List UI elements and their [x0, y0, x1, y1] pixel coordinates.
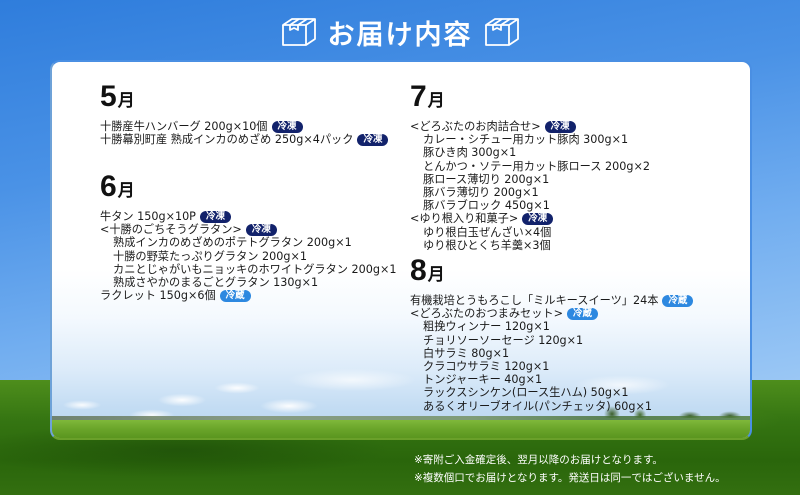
footnote: ※複数個口でお届けとなります。発送日は同一ではございません。 [414, 472, 726, 484]
list-item: ラックスシンケン(ロース生ハム) 50g×1 [410, 386, 693, 399]
item-text: 十勝幕別町産 熟成インカのめざめ 250g×4パック [100, 133, 354, 147]
item-text: クラコウサラミ 120g×1 [423, 360, 550, 374]
list-item: ゆり根ひとくち羊羹×3個 [410, 239, 650, 252]
list-item: 十勝の野菜たっぷりグラタン 200g×1 [100, 250, 396, 263]
month-heading: 7 月 [410, 82, 650, 112]
month-suffix: 月 [427, 265, 445, 284]
header: お届け内容 [0, 12, 800, 52]
list-item: 豚バラブロック 450g×1 [410, 199, 650, 212]
list-item: カニとじゃがいもニョッキのホワイトグラタン 200g×1 [100, 263, 396, 276]
chilled-badge: 冷蔵 [567, 307, 599, 320]
month-suffix: 月 [427, 91, 445, 110]
item-text: トンジャーキー 40g×1 [423, 373, 543, 387]
item-text: 豚ひき肉 300g×1 [423, 146, 517, 160]
list-item: 豚バラ薄切り 200g×1 [410, 186, 650, 199]
month-section-august: 8 月 有機栽培とうもろこし「ミルキースイーツ」24本冷蔵 <どろぶたのおつまみ… [410, 256, 694, 413]
list-item: <どろぶたのおつまみセット> 冷蔵 [410, 307, 693, 320]
item-list: 有機栽培とうもろこし「ミルキースイーツ」24本冷蔵 <どろぶたのおつまみセット>… [410, 294, 694, 413]
item-text: ラクレット 150g×6個 [100, 289, 216, 303]
delivery-content-card: 5 月 十勝産牛ハンバーグ 200g×10個冷凍 十勝幕別町産 熟成インカのめざ… [50, 60, 752, 440]
chilled-badge: 冷蔵 [219, 289, 251, 302]
item-text: 有機栽培とうもろこし「ミルキースイーツ」24本 [410, 294, 659, 307]
list-item: ラクレット 150g×6個冷蔵 [100, 289, 396, 302]
list-item: 熟成さやかのまるごとグラタン 130g×1 [100, 276, 396, 289]
month-suffix: 月 [117, 91, 135, 110]
item-text: <どろぶたのおつまみセット> [410, 307, 563, 321]
month-heading: 5 月 [100, 82, 388, 112]
frozen-badge: 冷凍 [271, 120, 303, 133]
month-section-may: 5 月 十勝産牛ハンバーグ 200g×10個冷凍 十勝幕別町産 熟成インカのめざ… [100, 82, 389, 147]
list-item: トンジャーキー 40g×1 [410, 373, 693, 386]
item-text: 十勝産牛ハンバーグ 200g×10個 [100, 120, 268, 133]
footnote: ※寄附ご入金確定後、翌月以降のお届けとなります。 [414, 454, 663, 466]
month-number: 6 [100, 170, 117, 203]
month-suffix: 月 [117, 181, 135, 200]
list-item: チョリソーソーセージ 120g×1 [410, 334, 693, 347]
list-item: 十勝幕別町産 熟成インカのめざめ 250g×4パック冷凍 [100, 133, 389, 147]
item-text: とんかつ・ソテー用カット豚ロース 200g×2 [423, 159, 650, 173]
list-item: 有機栽培とうもろこし「ミルキースイーツ」24本冷蔵 [410, 294, 694, 307]
box-icon [281, 18, 316, 46]
month-number: 7 [410, 80, 427, 113]
list-item: あるくオリーブオイル(パンチェッタ) 60g×1 [410, 400, 693, 413]
item-list: <どろぶたのお肉詰合せ>冷凍 カレー・シチュー用カット豚肉 300g×1 豚ひき… [410, 120, 650, 252]
item-text: ゆり根白玉ぜんざい×4個 [423, 225, 552, 239]
frozen-badge: 冷凍 [357, 133, 389, 146]
month-number: 5 [100, 80, 117, 113]
item-list: 十勝産牛ハンバーグ 200g×10個冷凍 十勝幕別町産 熟成インカのめざめ 25… [100, 120, 389, 147]
list-item: <十勝のごちそうグラタン>冷凍 [100, 223, 396, 236]
list-item: <どろぶたのお肉詰合せ>冷凍 [410, 120, 650, 133]
list-item: <ゆり根入り和菓子>冷凍 [410, 212, 650, 225]
item-text: あるくオリーブオイル(パンチェッタ) 60g×1 [423, 399, 653, 413]
item-text: 熟成さやかのまるごとグラタン 130g×1 [113, 276, 319, 290]
list-item: ゆり根白玉ぜんざい×4個 [410, 226, 650, 239]
month-section-july: 7 月 <どろぶたのお肉詰合せ>冷凍 カレー・シチュー用カット豚肉 300g×1… [410, 82, 650, 252]
field-decoration [52, 420, 750, 438]
item-text: 熟成インカのめざめのポテトグラタン 200g×1 [113, 236, 352, 250]
list-item: 熟成インカのめざめのポテトグラタン 200g×1 [100, 236, 396, 249]
item-text: 豚バラ薄切り 200g×1 [423, 186, 539, 200]
item-text: <どろぶたのお肉詰合せ> [410, 120, 541, 133]
page-title: お届け内容 [327, 19, 473, 51]
item-text: <十勝のごちそうグラタン> [100, 223, 242, 237]
frozen-badge: 冷凍 [199, 210, 231, 223]
item-text: 十勝の野菜たっぷりグラタン 200g×1 [113, 249, 307, 263]
list-item: 粗挽ウィンナー 120g×1 [410, 320, 693, 333]
item-text: ラックスシンケン(ロース生ハム) 50g×1 [423, 386, 629, 400]
item-text: 牛タン 150g×10P [100, 210, 196, 223]
item-text: 豚ロース薄切り 200g×1 [423, 172, 550, 186]
list-item: 十勝産牛ハンバーグ 200g×10個冷凍 [100, 120, 388, 133]
horizon-decoration [52, 416, 750, 422]
list-item: 豚ロース薄切り 200g×1 [410, 173, 650, 186]
list-item: カレー・シチュー用カット豚肉 300g×1 [410, 133, 650, 146]
box-icon [484, 18, 519, 46]
chilled-badge: 冷蔵 [662, 294, 694, 307]
item-text: ゆり根ひとくち羊羹×3個 [423, 238, 551, 252]
item-text: 粗挽ウィンナー 120g×1 [423, 320, 550, 334]
item-text: カレー・シチュー用カット豚肉 300g×1 [423, 133, 629, 147]
month-number: 8 [410, 254, 427, 287]
footnotes: ※寄附ご入金確定後、翌月以降のお届けとなります。 ※複数個口でお届けとなります。… [414, 451, 726, 487]
frozen-badge: 冷凍 [245, 223, 277, 236]
item-text: チョリソーソーセージ 120g×1 [423, 333, 584, 347]
list-item: 白サラミ 80g×1 [410, 347, 693, 360]
item-text: 白サラミ 80g×1 [423, 346, 510, 360]
frozen-badge: 冷凍 [522, 213, 554, 226]
month-heading: 8 月 [410, 256, 693, 286]
item-text: 豚バラブロック 450g×1 [423, 199, 550, 213]
item-text: カニとじゃがいもニョッキのホワイトグラタン 200g×1 [113, 262, 397, 276]
list-item: とんかつ・ソテー用カット豚ロース 200g×2 [410, 160, 650, 173]
month-heading: 6 月 [100, 172, 396, 202]
list-item: クラコウサラミ 120g×1 [410, 360, 693, 373]
list-item: 豚ひき肉 300g×1 [410, 146, 650, 159]
trees-decoration [600, 404, 750, 418]
item-text: <ゆり根入り和菓子> [410, 212, 519, 226]
frozen-badge: 冷凍 [544, 120, 576, 133]
